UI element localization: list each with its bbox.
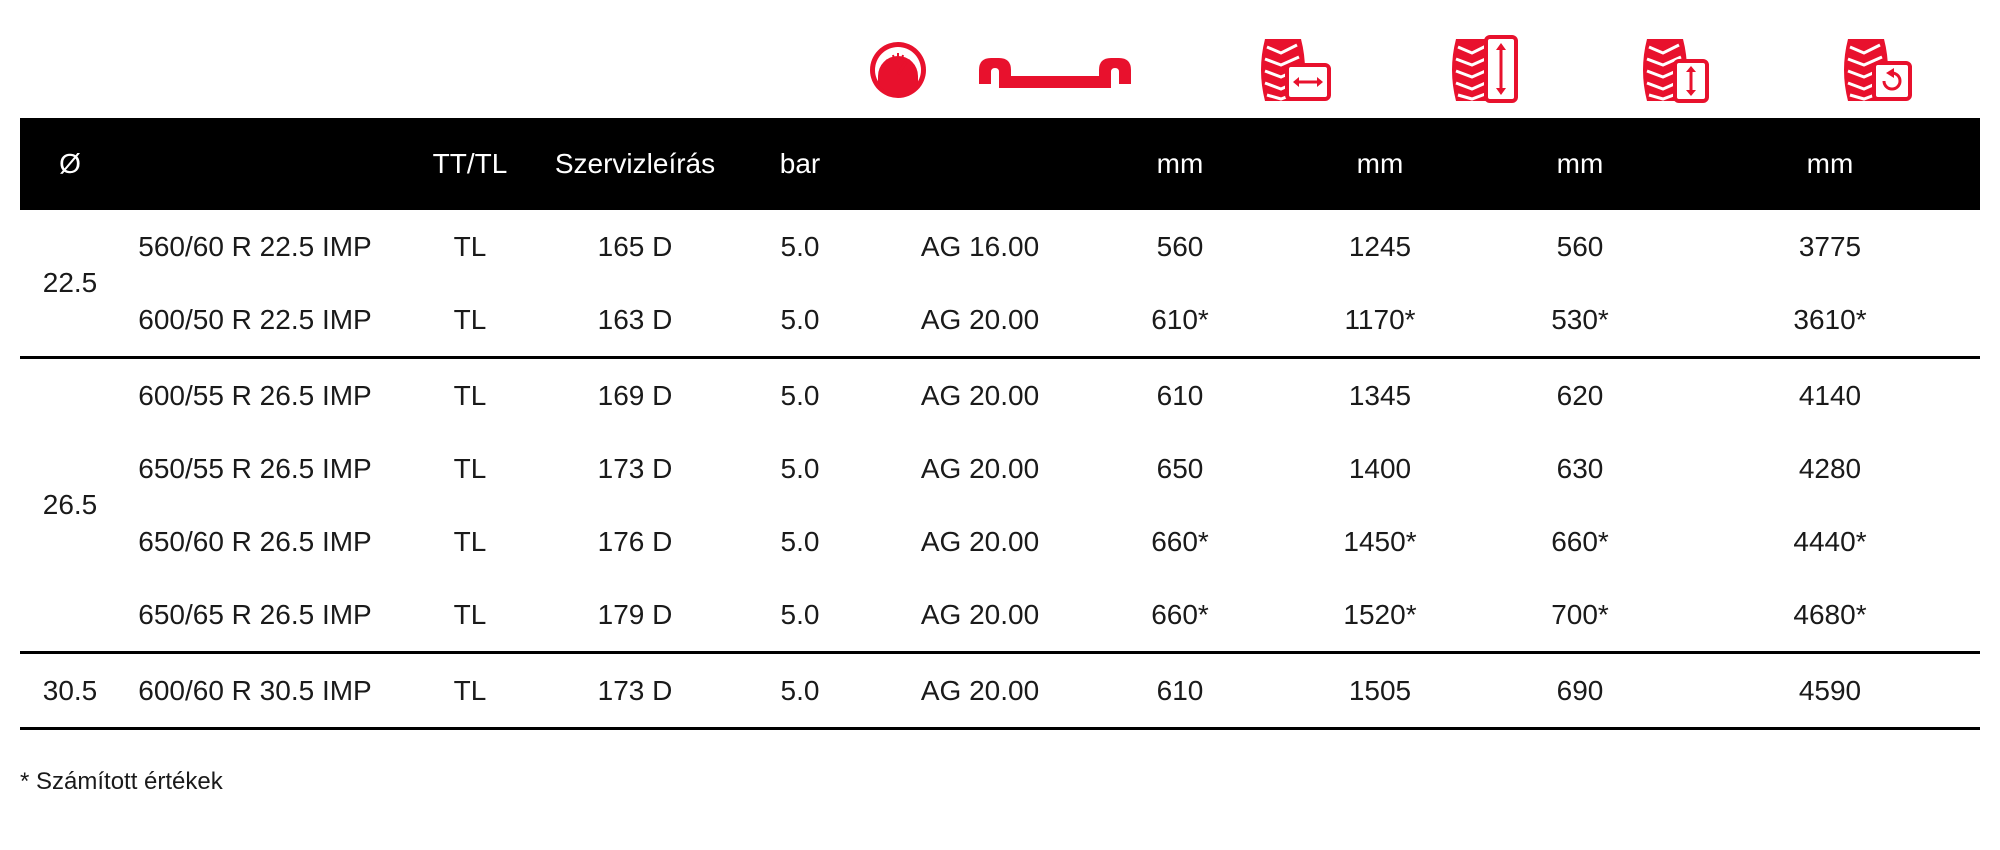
tire-rolling-circumference-icon xyxy=(1838,30,1918,110)
table-row: 650/65 R 26.5 IMP TL 179 D 5.0 AG 20.00 … xyxy=(20,578,1980,654)
radius-cell: 530* xyxy=(1480,283,1680,359)
header-pressure: bar xyxy=(720,118,880,210)
diameter-mm-cell: 1245 xyxy=(1348,230,1412,262)
rim-cell: AG 20.00 xyxy=(920,452,1040,484)
size-cell: 650/65 R 26.5 IMP xyxy=(120,578,390,654)
service-cell: 173 D xyxy=(597,452,673,484)
radius-cell: 660* xyxy=(1551,525,1609,557)
radius-cell: 560 xyxy=(1556,230,1604,262)
rim-diameter-cell: 22.5 xyxy=(20,210,120,359)
diameter-mm-cell: 1450* xyxy=(1343,525,1417,557)
rim-profile-icon xyxy=(975,30,1135,110)
tire-width-icon xyxy=(1255,30,1335,110)
pressure-cell: 5.0 xyxy=(780,452,820,484)
tt-tl-cell: TL xyxy=(453,230,487,262)
radius-cell: 620 xyxy=(1556,379,1604,411)
size-cell: 650/55 R 26.5 IMP xyxy=(138,452,372,484)
rim-cell: AG 20.00 xyxy=(920,525,1040,557)
tt-tl-cell: TL xyxy=(390,283,550,359)
header-radius: mm xyxy=(1480,118,1680,210)
column-icons xyxy=(0,30,2000,110)
service-cell: 169 D xyxy=(597,379,673,411)
footnote: * Számított értékek xyxy=(20,768,223,795)
tt-tl-cell: TL xyxy=(453,379,487,411)
diameter-mm-cell: 1400 xyxy=(1348,452,1412,484)
size-cell: 600/60 R 30.5 IMP xyxy=(120,652,390,730)
pressure-cell: 5.0 xyxy=(720,283,880,359)
radius-cell: 700* xyxy=(1480,578,1680,654)
header-size xyxy=(120,118,390,210)
circumference-cell: 3610* xyxy=(1680,283,1980,359)
service-cell: 173 D xyxy=(550,652,720,730)
header-width: mm xyxy=(1080,118,1280,210)
header-rim xyxy=(880,118,1080,210)
radius-cell: 690 xyxy=(1480,652,1680,730)
diameter-mm-cell: 1345 xyxy=(1348,379,1412,411)
size-cell: 600/50 R 22.5 IMP xyxy=(120,283,390,359)
tt-tl-cell: TL xyxy=(453,525,487,557)
table-row: 26.5 600/55 R 26.5 IMP TL 169 D 5.0 AG 2… xyxy=(20,357,1980,654)
pressure-gauge-icon xyxy=(858,30,938,110)
table-row: 22.5 560/60 R 22.5 IMP TL 165 D 5.0 AG 1… xyxy=(20,210,1980,359)
width-cell: 560 xyxy=(1156,230,1204,262)
tire-static-radius-icon xyxy=(1637,30,1717,110)
service-cell: 179 D xyxy=(550,578,720,654)
width-cell: 650 xyxy=(1156,452,1204,484)
table-row: 650/60 R 26.5 IMP TL 176 D 5.0 AG 20.00 … xyxy=(20,505,1980,578)
rim-cell: AG 20.00 xyxy=(880,283,1080,359)
circumference-cell: 4680* xyxy=(1680,578,1980,654)
size-cell: 600/55 R 26.5 IMP xyxy=(138,379,372,411)
tire-spec-table: Ø TT/TL Szervizleírás bar mm mm mm mm 22… xyxy=(20,118,1980,730)
rim-cell: AG 16.00 xyxy=(920,230,1040,262)
circumference-cell: 4280 xyxy=(1798,452,1862,484)
pressure-cell: 5.0 xyxy=(780,379,820,411)
width-cell: 610* xyxy=(1080,283,1280,359)
diameter-mm-cell: 1520* xyxy=(1280,578,1480,654)
rim-cell: AG 20.00 xyxy=(880,578,1080,654)
header-circumference: mm xyxy=(1680,118,1980,210)
rim-cell: AG 20.00 xyxy=(920,379,1040,411)
tt-tl-cell: TL xyxy=(453,452,487,484)
tt-tl-cell: TL xyxy=(390,652,550,730)
size-cell: 560/60 R 22.5 IMP xyxy=(138,230,372,262)
pressure-cell: 5.0 xyxy=(780,525,820,557)
service-cell: 163 D xyxy=(550,283,720,359)
radius-cell: 630 xyxy=(1556,452,1604,484)
rim-diameter-cell: 30.5 xyxy=(20,652,120,730)
table-row: 30.5 600/60 R 30.5 IMP TL 173 D 5.0 AG 2… xyxy=(20,652,1980,730)
width-cell: 610 xyxy=(1080,652,1280,730)
circumference-cell: 3775 xyxy=(1798,230,1862,262)
header-tt-tl: TT/TL xyxy=(390,118,550,210)
service-cell: 165 D xyxy=(597,230,673,262)
pressure-cell: 5.0 xyxy=(780,230,820,262)
table-row: 650/55 R 26.5 IMP TL 173 D 5.0 AG 20.00 … xyxy=(20,432,1980,505)
circumference-cell: 4440* xyxy=(1793,525,1867,557)
tt-tl-cell: TL xyxy=(390,578,550,654)
tire-diameter-icon xyxy=(1446,30,1526,110)
pressure-cell: 5.0 xyxy=(720,578,880,654)
rim-cell: AG 20.00 xyxy=(880,652,1080,730)
circumference-cell: 4140 xyxy=(1798,379,1862,411)
header-diameter: Ø xyxy=(20,118,120,210)
table-header: Ø TT/TL Szervizleírás bar mm mm mm mm xyxy=(20,118,1980,210)
width-cell: 660* xyxy=(1151,525,1209,557)
table-body: 22.5 560/60 R 22.5 IMP TL 165 D 5.0 AG 1… xyxy=(20,210,1980,730)
rim-diameter-cell: 26.5 xyxy=(20,357,120,654)
width-cell: 660* xyxy=(1080,578,1280,654)
header-diameter-mm: mm xyxy=(1280,118,1480,210)
diameter-mm-cell: 1170* xyxy=(1280,283,1480,359)
diameter-mm-cell: 1505 xyxy=(1280,652,1480,730)
size-cell: 650/60 R 26.5 IMP xyxy=(138,525,372,557)
pressure-cell: 5.0 xyxy=(720,652,880,730)
circumference-cell: 4590 xyxy=(1680,652,1980,730)
table-row: 600/50 R 22.5 IMP TL 163 D 5.0 AG 20.00 … xyxy=(20,283,1980,359)
width-cell: 610 xyxy=(1156,379,1204,411)
service-cell: 176 D xyxy=(597,525,673,557)
header-service: Szervizleírás xyxy=(550,118,720,210)
